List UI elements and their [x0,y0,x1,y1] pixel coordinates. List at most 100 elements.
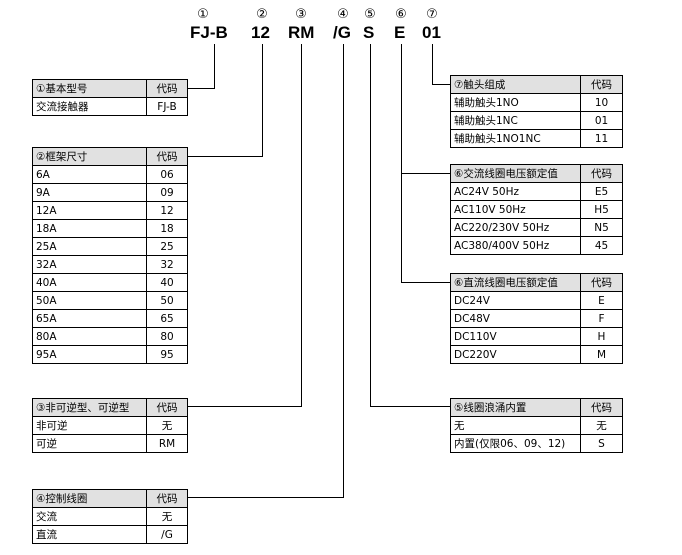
row-label: 无 [450,416,581,435]
part-number-1: ① [197,7,209,22]
row-label: DC220V [450,345,581,364]
row-code: 无 [146,507,188,526]
connector-surge-absorber [370,44,450,407]
table-header-row: ②框架尺寸 代码 [32,147,188,166]
table-header-row: ⑥直流线圈电压额定值 代码 [450,273,623,292]
code-header: 代码 [146,79,188,98]
row-code: N5 [580,218,623,237]
table-header-row: ⑤线圈浪涌内置 代码 [450,398,623,417]
code-header: 代码 [580,273,623,292]
row-label: 18A [32,219,147,238]
table-header: ⑥直流线圈电压额定值 [450,273,581,292]
row-label: 非可逆 [32,416,147,435]
table-header-row: ③非可逆型、可逆型 代码 [32,398,188,417]
row-code: 95 [146,345,188,364]
part-code-frame: 12 [251,23,270,42]
code-header: 代码 [580,398,623,417]
row-code: 65 [146,309,188,328]
row-label: 辅助触头1NC [450,111,581,130]
table-header: ③非可逆型、可逆型 [32,398,147,417]
table-header-row: ①基本型号 代码 [32,79,188,98]
row-label: 交流 [32,507,147,526]
part-number-3: ③ [295,7,307,22]
row-code: 01 [580,111,623,130]
row-code: E5 [580,182,623,201]
table-header: ⑦触头组成 [450,75,581,94]
table-row: 直流/G [32,525,188,544]
row-label: 交流接触器 [32,97,147,116]
row-label: AC24V 50Hz [450,182,581,201]
table-row: 无无 [450,416,623,435]
table-header: ⑥交流线圈电压额定值 [450,164,581,183]
row-code: 06 [146,165,188,184]
part-number-6: ⑥ [395,7,407,22]
row-label: DC110V [450,327,581,346]
table-row: 非可逆无 [32,416,188,435]
part-number-2: ② [256,7,268,22]
row-code: 45 [580,236,623,255]
row-code: H5 [580,200,623,219]
row-label: 95A [32,345,147,364]
row-label: 32A [32,255,147,274]
row-code: S [580,434,623,453]
table-header: ④控制线圈 [32,489,147,508]
row-code: FJ-B [146,97,188,116]
part-code-reversible: RM [288,23,315,42]
row-label: 80A [32,327,147,346]
row-label: 6A [32,165,147,184]
row-code: 80 [146,327,188,346]
control-coil-table: ④控制线圈 代码 交流无 直流/G [32,489,188,544]
row-label: 9A [32,183,147,202]
row-label: AC220/230V 50Hz [450,218,581,237]
row-label: 25A [32,237,147,256]
table-header-row: ⑥交流线圈电压额定值 代码 [450,164,623,183]
row-code: 09 [146,183,188,202]
row-label: 50A [32,291,147,310]
table-row: 交流接触器 FJ-B [32,97,188,116]
row-code: E [580,291,623,310]
row-label: 40A [32,273,147,292]
code-header: 代码 [146,398,188,417]
part-number-7: ⑦ [426,7,438,22]
table-header-row: ⑦触头组成 代码 [450,75,623,94]
row-label: 内置(仅限06、09、12) [450,434,581,453]
row-label: DC48V [450,309,581,328]
row-code: F [580,309,623,328]
row-code: 10 [580,93,623,112]
part-code-contacts: 01 [422,23,441,42]
row-label: DC24V [450,291,581,310]
table-header-row: ④控制线圈 代码 [32,489,188,508]
table-row: 交流无 [32,507,188,526]
row-code: M [580,345,623,364]
code-header: 代码 [146,147,188,166]
row-code: 40 [146,273,188,292]
row-label: 12A [32,201,147,220]
row-label: 直流 [32,525,147,544]
part-code-voltage: E [394,23,406,42]
row-code: 32 [146,255,188,274]
row-code: 25 [146,237,188,256]
row-label: 辅助触头1NO1NC [450,129,581,148]
code-header: 代码 [146,489,188,508]
connector-ac-coil [401,44,450,174]
connector-reversible [187,44,302,407]
